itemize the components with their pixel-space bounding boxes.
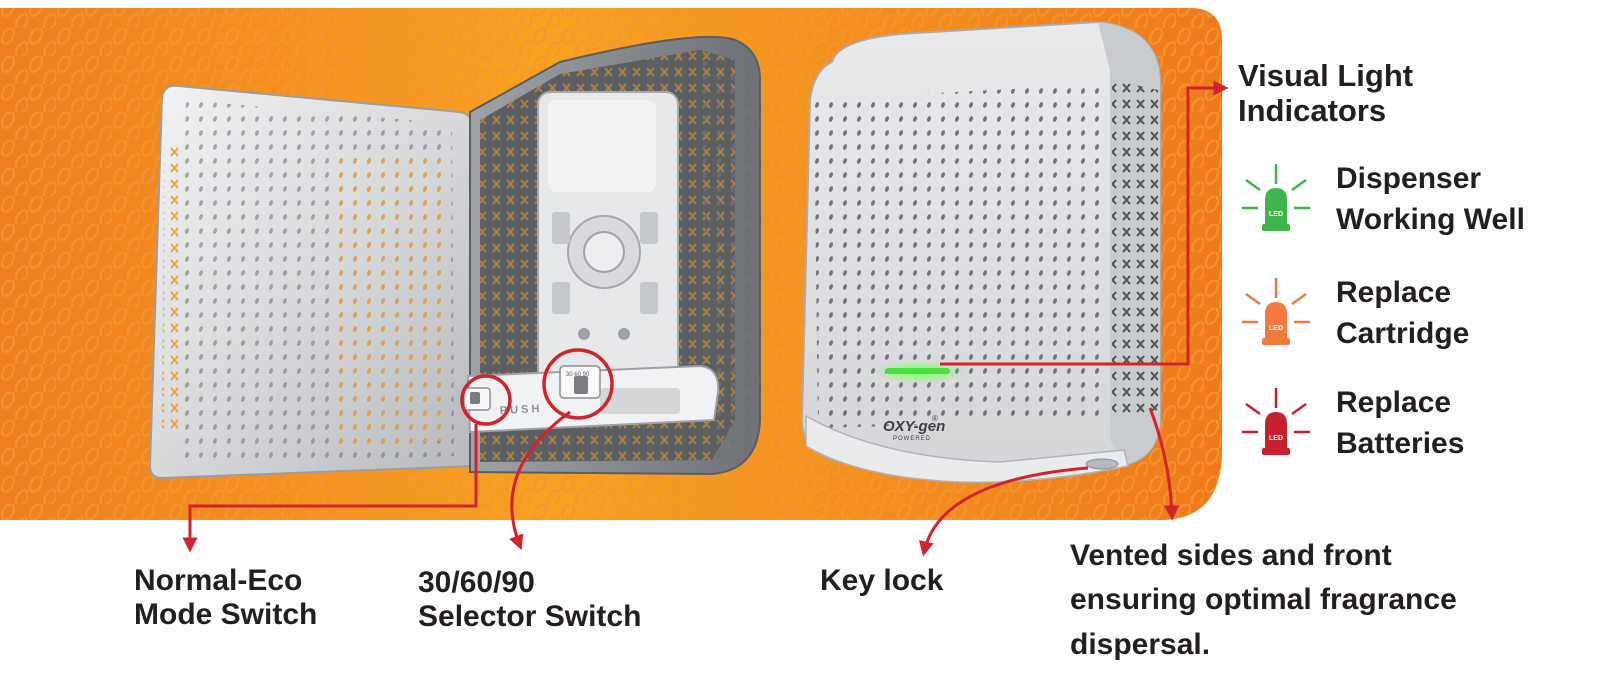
indicator-line: Replace [1336, 276, 1452, 309]
callout-line: Normal-Eco [134, 564, 303, 597]
brand-logo: OXY-gen [883, 418, 945, 435]
vented-sides-label: Vented sides and front ensuring optimal … [1070, 534, 1457, 667]
callout-line: Vented sides and front [1070, 539, 1392, 572]
brand-reg: ® [932, 414, 938, 423]
callout-line: ensuring optimal fragrance [1070, 583, 1457, 617]
brand-sub: POWERED [893, 436, 931, 442]
callout-line: Selector Switch [418, 600, 642, 634]
indicator-line: Batteries [1336, 427, 1465, 461]
selector-marks: 30 60 90 [566, 372, 590, 378]
push-label: PUSH [500, 403, 543, 417]
mode-switch-highlight [460, 374, 512, 426]
callout-arrows [182, 80, 1229, 557]
indicators-title-line: Indicators [1238, 93, 1387, 129]
key-lock-label: Key lock [820, 564, 943, 598]
dispenser-open-body [463, 35, 761, 476]
led-icon-cartridge: LED [1242, 278, 1310, 345]
selector-switch-highlight [542, 348, 614, 420]
mode-switch-arrow [182, 424, 478, 553]
led-label: LED [1269, 435, 1283, 442]
indicator-arrow [940, 80, 1229, 366]
indicator-line: Replace [1336, 386, 1452, 419]
key-lock-arrow [918, 466, 1089, 557]
led-label: LED [1269, 211, 1283, 218]
selector-switch-label: 30/60/90 Selector Switch [418, 566, 641, 634]
key-lock-slot [1085, 458, 1119, 470]
dispenser-closed: OXY-gen ® POWERED [800, 20, 1161, 483]
indicator-line: Dispenser [1336, 162, 1482, 195]
callout-line: 30/60/90 [418, 566, 535, 599]
callout-line: dispersal. [1070, 627, 1211, 661]
led-label: LED [1269, 325, 1283, 332]
indicators-title-line: Visual Light [1238, 58, 1414, 93]
dispenser-open-door [148, 84, 476, 480]
indicator-line: Working Well [1336, 203, 1525, 237]
led-icon-batteries: LED [1242, 388, 1310, 455]
indicator-line: Cartridge [1336, 317, 1470, 351]
callout-line: Mode Switch [134, 598, 318, 632]
indicator-batteries-label: Replace Batteries [1336, 382, 1464, 465]
vented-arrow [1148, 407, 1180, 521]
selector-switch-arrow [509, 410, 571, 551]
mode-switch-label: Normal-Eco Mode Switch [134, 564, 317, 632]
callout-line: Key lock [820, 564, 944, 597]
indicator-working-label: Dispenser Working Well [1336, 158, 1525, 241]
indicator-cartridge-label: Replace Cartridge [1336, 272, 1469, 355]
green-led [886, 368, 950, 374]
led-icon-working: LED [1242, 164, 1310, 231]
indicators-title: Visual Light Indicators [1238, 58, 1413, 129]
